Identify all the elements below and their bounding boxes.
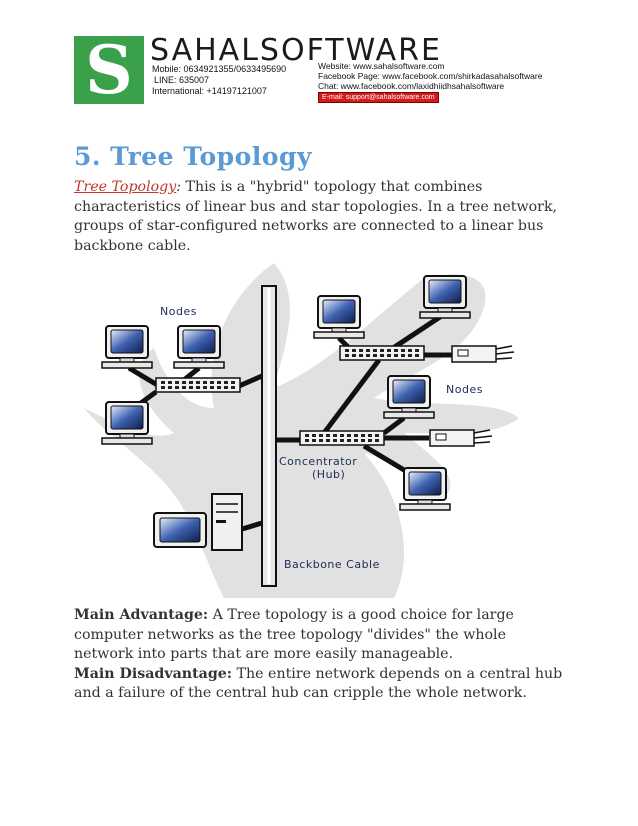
printer-icon	[430, 430, 492, 446]
contact-web: Website: www.sahalsoftware.com Facebook …	[318, 61, 542, 103]
label-backbone: Backbone Cable	[284, 558, 380, 571]
contact-phones: Mobile: 0634921355/0633495690 LINE: 6350…	[152, 64, 286, 97]
label-nodes-right: Nodes	[446, 383, 483, 396]
chat-link[interactable]: Chat: www.facebook.com/laxidhiidhsahalso…	[318, 81, 542, 91]
advantage-label: Main Advantage:	[74, 607, 208, 623]
facebook-link[interactable]: Facebook Page: www.facebook.com/shirkada…	[318, 71, 542, 81]
computer-node	[102, 402, 152, 444]
hub-left	[156, 378, 240, 392]
website-link[interactable]: Website: www.sahalsoftware.com	[318, 61, 542, 71]
advantages-section: Main Advantage: A Tree topology is a goo…	[74, 606, 564, 704]
printer-icon	[452, 346, 514, 362]
disadvantage-label: Main Disadvantage:	[74, 666, 232, 682]
computer-node	[420, 276, 470, 318]
tree-topology-diagram: Nodes Nodes Concentrator (Hub) Backbone …	[74, 258, 544, 598]
tree-topology-link[interactable]: Tree Topology	[74, 179, 176, 195]
computer-node	[102, 326, 152, 368]
intro-paragraph: Tree Topology: This is a "hybrid" topolo…	[74, 178, 564, 256]
email-link[interactable]: E-mail: support@sahalsoftware.com	[318, 92, 439, 103]
label-nodes-left: Nodes	[160, 305, 197, 318]
computer-node	[174, 326, 224, 368]
computer-node	[384, 376, 434, 418]
disadvantage-paragraph: Main Disadvantage: The entire network de…	[74, 665, 564, 704]
hub-top-right	[340, 346, 424, 360]
header-banner: S SAHALSOFTWARE Mobile: 0634921355/06334…	[74, 36, 564, 104]
concentrator-hub	[300, 431, 384, 445]
logo: S	[74, 36, 144, 104]
advantage-paragraph: Main Advantage: A Tree topology is a goo…	[74, 606, 564, 665]
logo-letter: S	[74, 30, 144, 110]
section-heading: 5. Tree Topology	[74, 142, 312, 172]
mobile-text: Mobile: 0634921355/0633495690	[152, 64, 286, 75]
computer-node	[400, 468, 450, 510]
international-text: International: +14197121007	[152, 86, 286, 97]
label-concentrator: Concentrator	[279, 455, 357, 468]
label-hub: (Hub)	[312, 468, 345, 481]
line-text: LINE: 635007	[152, 75, 286, 86]
computer-node	[314, 296, 364, 338]
